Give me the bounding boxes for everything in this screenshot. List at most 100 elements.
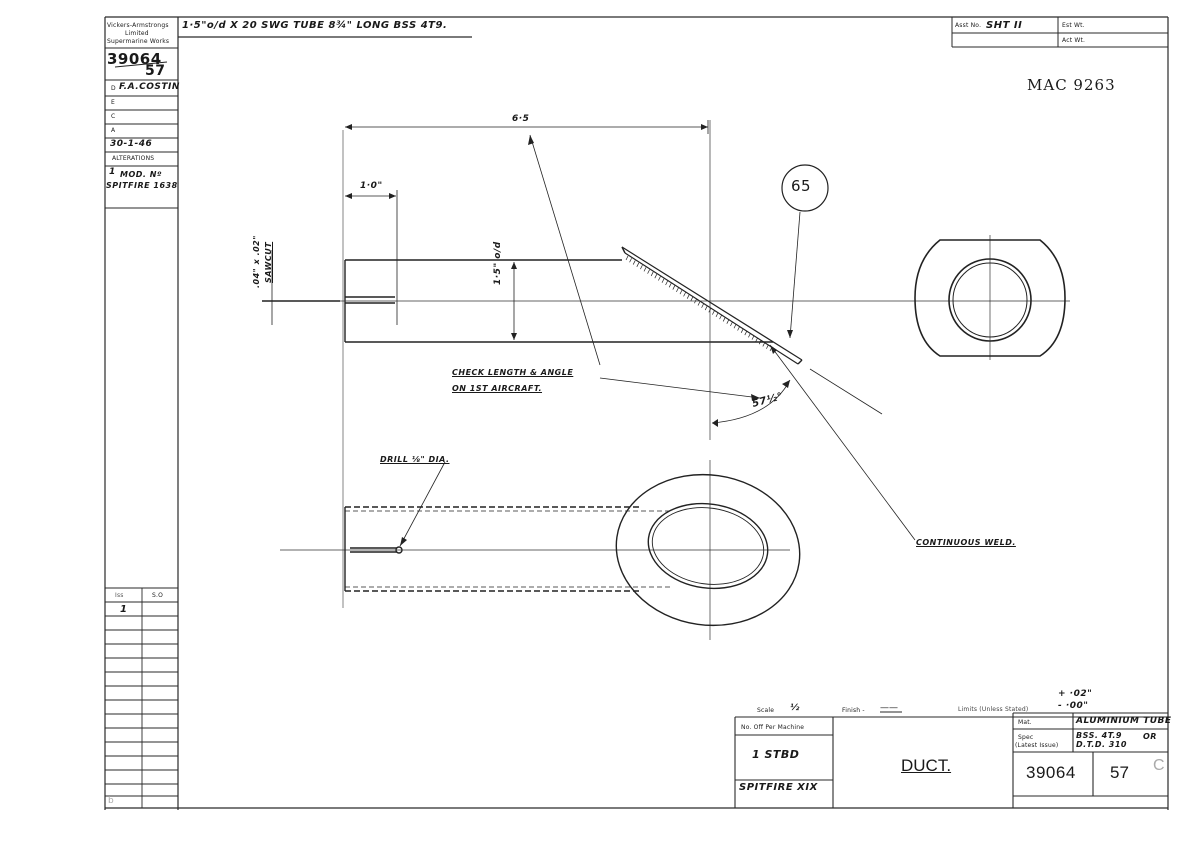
issue-label-a: A bbox=[111, 127, 116, 134]
left-column-grid bbox=[105, 47, 178, 808]
weld-tick bbox=[640, 264, 643, 270]
weld-tick bbox=[755, 337, 758, 343]
sheet-border bbox=[104, 16, 1169, 810]
weld-tick bbox=[661, 278, 665, 283]
weld-tick bbox=[690, 296, 694, 302]
est-wt-label: Est Wt. bbox=[1062, 22, 1085, 29]
spec-latest-issue: (Latest Issue) bbox=[1015, 742, 1059, 749]
weld-tick bbox=[697, 301, 701, 306]
issue-label-c: C bbox=[111, 113, 116, 120]
alteration-spitfire: SPITFIRE 1638 bbox=[106, 181, 178, 190]
maker-works: Supermarine Works bbox=[107, 38, 170, 45]
tube-side-view bbox=[344, 190, 803, 365]
spec-label: Spec bbox=[1018, 734, 1034, 741]
tube-spec-title: 1·5"o/d X 20 SWG TUBE 8¾" LONG BSS 4T9. bbox=[182, 20, 448, 31]
note-drill: DRILL ⅛" DIA. bbox=[380, 455, 450, 464]
no-off-label: No. Off Per Machine bbox=[741, 724, 805, 731]
dim-overall-length: 6·5 bbox=[512, 114, 530, 124]
weld-tick bbox=[625, 255, 629, 261]
dim-diameter: 1·5" o/d bbox=[493, 241, 503, 285]
rev-col-iss: Iss bbox=[115, 592, 124, 599]
dimension-lines bbox=[262, 120, 883, 424]
weld-tick bbox=[658, 276, 661, 281]
issue-label-e: E bbox=[111, 99, 115, 106]
part-number: 39064 bbox=[1026, 763, 1076, 782]
asst-no-value: SHT II bbox=[986, 20, 1023, 31]
drawing-sheet: 57 bbox=[145, 63, 166, 79]
centre-lines bbox=[280, 120, 1070, 640]
maker-limited: Limited bbox=[125, 30, 149, 37]
note-check-line1: CHECK LENGTH & ANGLE bbox=[452, 368, 574, 377]
weld-tick bbox=[751, 335, 755, 340]
weld-tick bbox=[683, 292, 686, 297]
dimension-arrows bbox=[345, 124, 790, 427]
aircraft-type: SPITFIRE XIX bbox=[739, 782, 818, 793]
weld-tick bbox=[762, 342, 766, 347]
finish-value: —— bbox=[880, 703, 898, 713]
part-title: DUCT. bbox=[901, 756, 952, 775]
alteration-symbol: 1 bbox=[109, 167, 116, 177]
alteration-mod: MOD. Nº bbox=[120, 170, 162, 179]
weld-tick bbox=[740, 328, 744, 333]
spec-value-bss: BSS. 4T.9 bbox=[1076, 731, 1122, 740]
dim-slot-length: 1·0" bbox=[360, 181, 383, 191]
rev-col-so: S.O bbox=[152, 592, 164, 599]
weld-tick bbox=[672, 285, 676, 290]
title-block bbox=[734, 711, 1168, 808]
weld-tick bbox=[650, 271, 654, 277]
weld-tick bbox=[679, 289, 683, 295]
weld-tick bbox=[758, 340, 762, 345]
issue-d-name: F.A.COSTIN bbox=[119, 82, 180, 92]
weld-tick bbox=[715, 312, 719, 318]
mat-label: Mat. bbox=[1018, 719, 1032, 726]
weld-tick bbox=[629, 258, 632, 263]
weld-tick bbox=[676, 287, 679, 293]
alterations-label: ALTERATIONS bbox=[112, 155, 155, 162]
tube-plan-view bbox=[344, 473, 801, 627]
weld-tick bbox=[704, 305, 708, 311]
drawing-number-stroke bbox=[114, 61, 168, 68]
weld-tick bbox=[766, 344, 769, 349]
weld-tick bbox=[632, 260, 636, 265]
scale-label: Scale bbox=[757, 707, 775, 714]
weld-tick bbox=[722, 317, 726, 322]
spec-or: OR bbox=[1143, 732, 1157, 741]
asst-box bbox=[951, 17, 1168, 48]
weld-tick bbox=[636, 262, 640, 267]
issue-label-d: D bbox=[111, 85, 116, 92]
weld-tick bbox=[654, 274, 658, 279]
weld-tick bbox=[665, 280, 668, 286]
weld-tick bbox=[748, 333, 751, 338]
tube-end-view bbox=[914, 239, 1066, 357]
maker-name: Vickers-Armstrongs bbox=[107, 22, 169, 29]
maker-block: Vickers-Armstrongs Limited Supermarine W… bbox=[107, 22, 169, 46]
page-mark: b bbox=[108, 796, 114, 806]
issue-date: 30-1-46 bbox=[110, 139, 153, 149]
sawcut-label: SAWCUT bbox=[264, 241, 273, 283]
limit-minus: - ·00" bbox=[1058, 701, 1089, 711]
balloon-number: 65 bbox=[791, 177, 812, 195]
weld-tick bbox=[737, 326, 740, 331]
asst-no-label: Asst No. bbox=[955, 22, 982, 29]
weld-tick bbox=[668, 283, 672, 288]
corner-mark: C bbox=[1153, 757, 1165, 774]
weld-tick bbox=[726, 319, 730, 324]
weld-tick bbox=[712, 310, 715, 315]
weld-tick bbox=[733, 324, 737, 329]
note-check-line2: ON 1ST AIRCRAFT. bbox=[452, 384, 543, 393]
weld-tick bbox=[686, 294, 690, 299]
act-wt-label: Act Wt. bbox=[1062, 37, 1086, 44]
finish-label: Finish - bbox=[842, 707, 865, 714]
mac-reference: MAC 9263 bbox=[1027, 76, 1116, 94]
weld-tick bbox=[719, 314, 722, 320]
note-weld: CONTINUOUS WELD. bbox=[916, 538, 1016, 547]
weld-tick bbox=[647, 269, 650, 274]
weld-hatching bbox=[625, 255, 773, 352]
no-off-value: 1 STBD bbox=[752, 748, 800, 761]
scale-value: ½ bbox=[790, 703, 800, 713]
leader-lines bbox=[399, 134, 916, 547]
weld-tick bbox=[744, 330, 748, 336]
rev-entry: 1 bbox=[120, 604, 128, 615]
mat-value: ALUMINIUM TUBE bbox=[1076, 716, 1172, 726]
